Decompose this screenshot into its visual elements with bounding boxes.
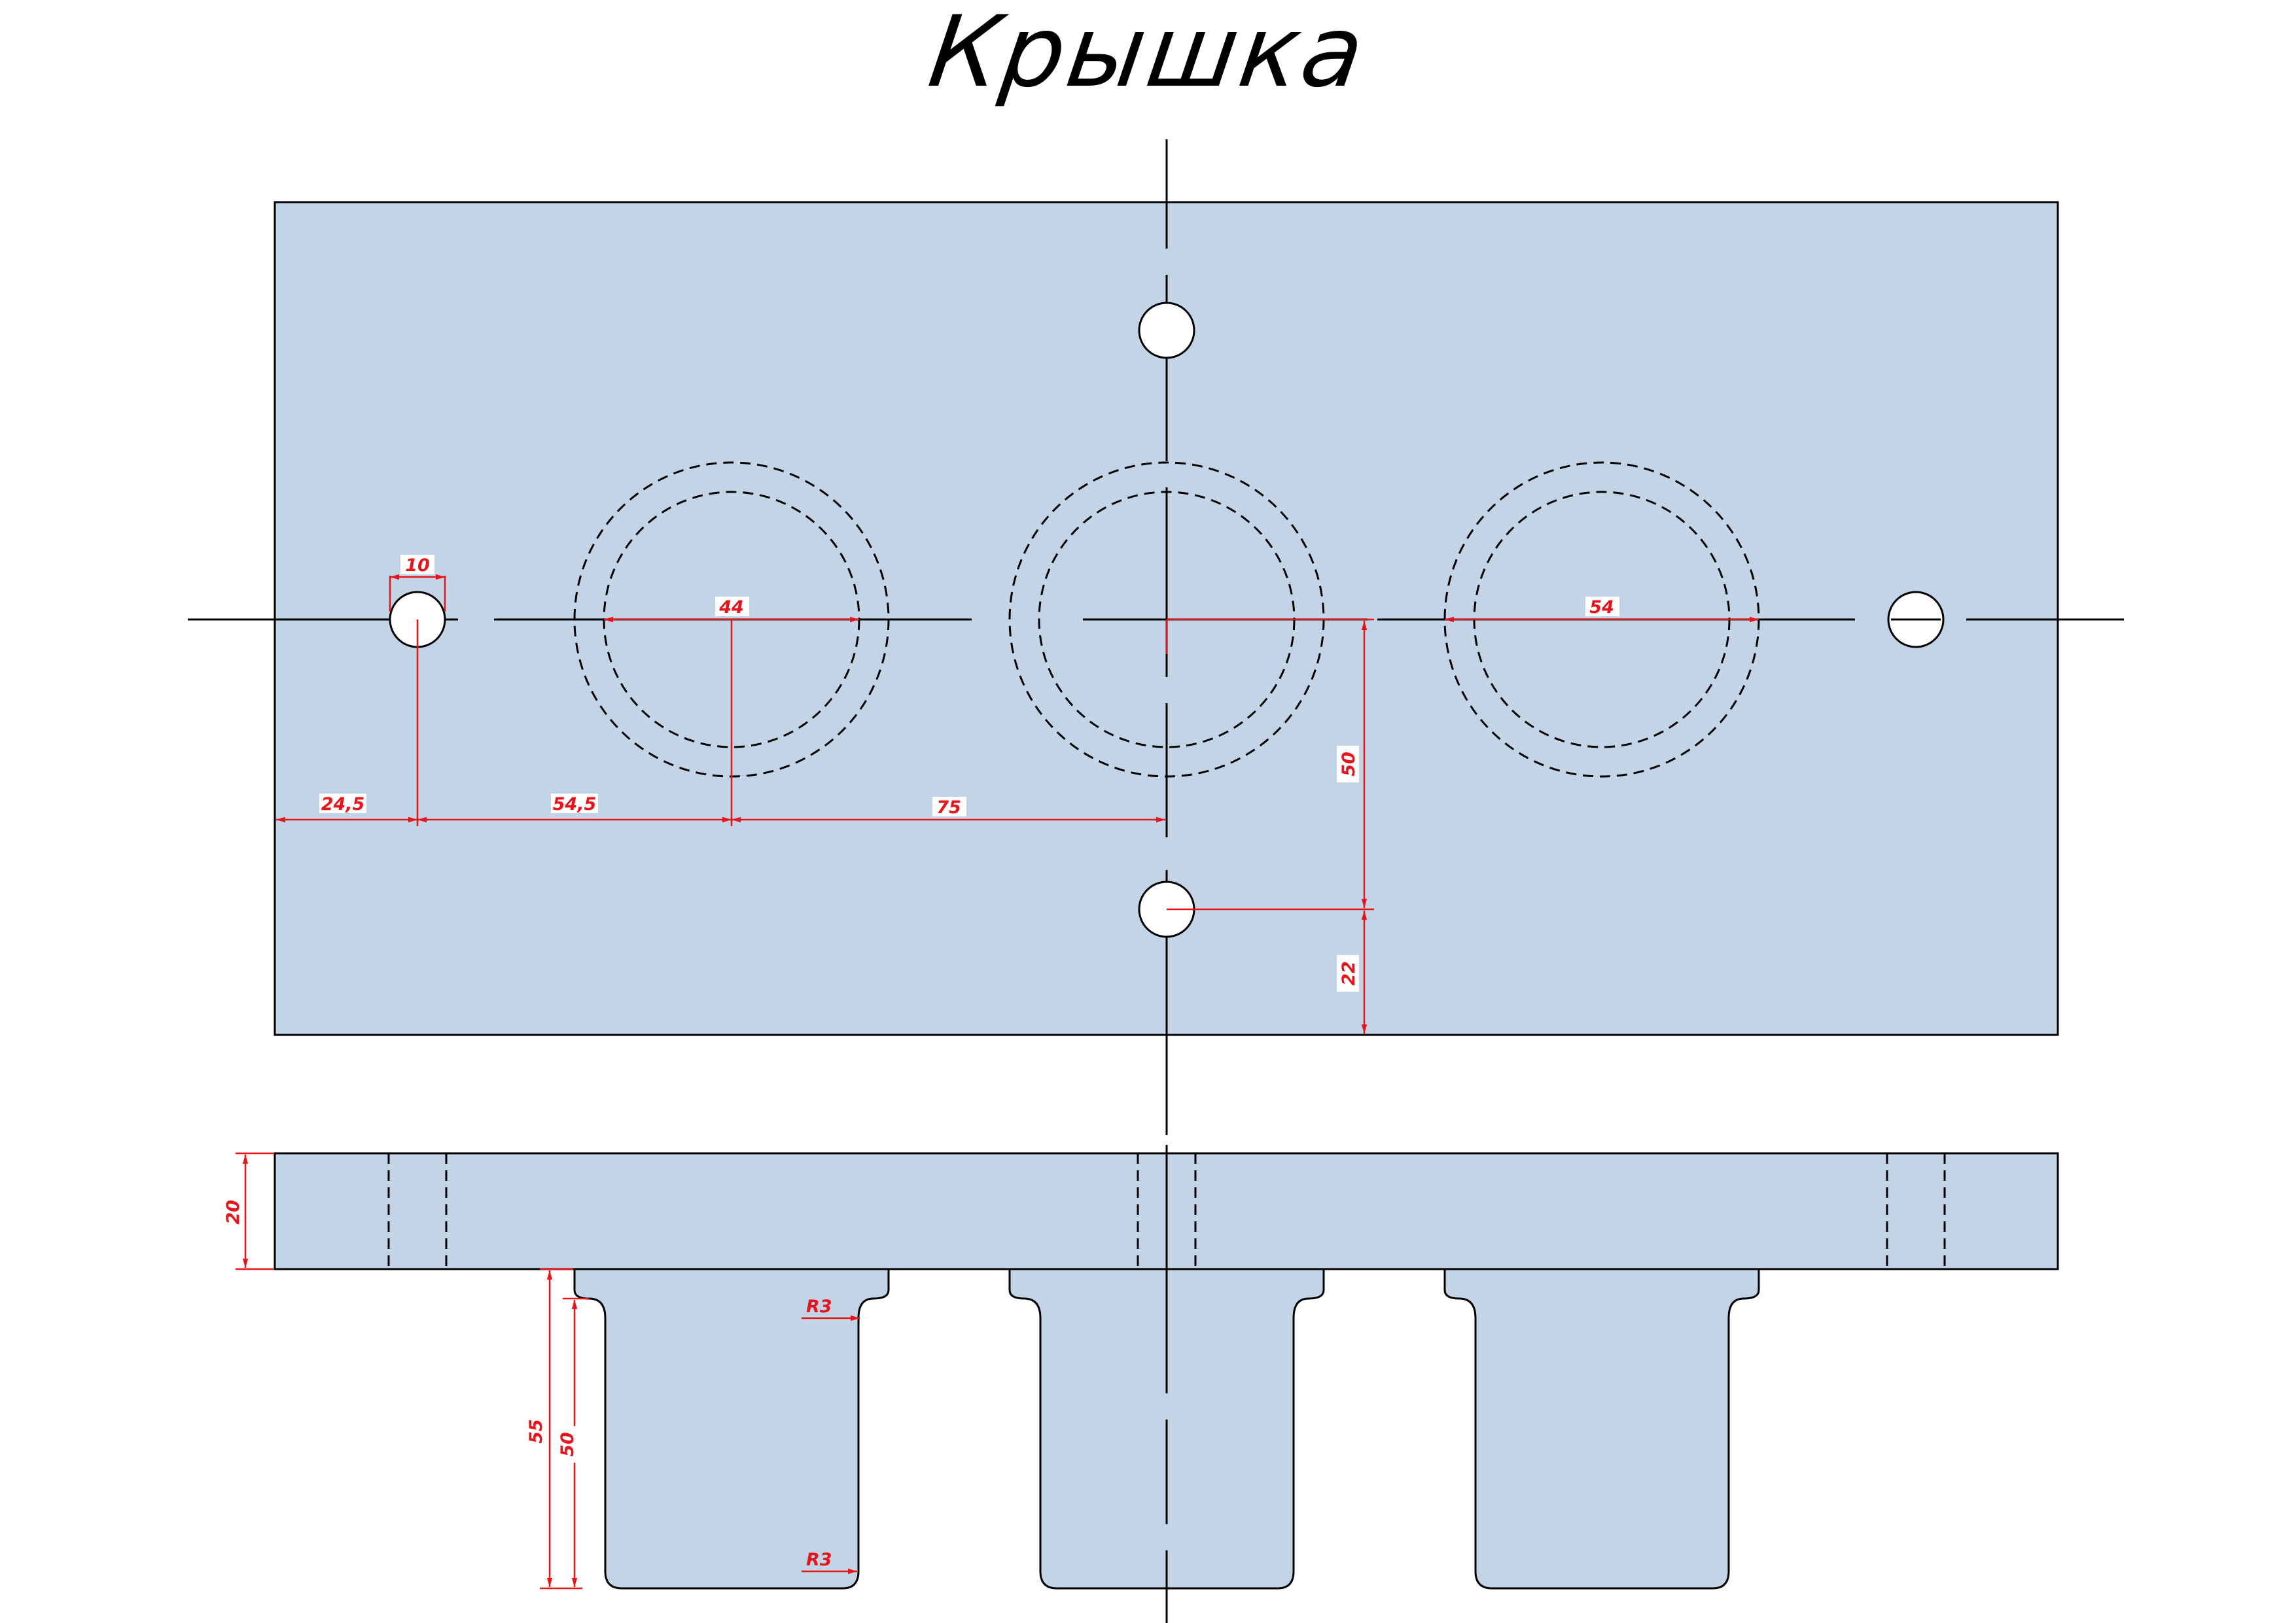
dim-plate-thickness: 20 xyxy=(223,1200,243,1225)
front-view-dimension-labels: 20 55 50 R3 R3 xyxy=(221,1194,832,1570)
hole-top xyxy=(1138,302,1195,359)
dim-left-circle-to-center: 75 xyxy=(936,797,961,818)
top-view-dimension-labels: 10 44 54 24,5 54,5 75 50 22 xyxy=(319,555,1619,992)
top-view: 10 44 54 24,5 54,5 75 50 22 xyxy=(188,139,2124,1135)
dim-boss-height-inner: 50 xyxy=(557,1432,578,1457)
dim-hole-to-bottom-edge: 22 xyxy=(1339,961,1359,986)
dim-small-hole-diameter: 10 xyxy=(405,555,430,576)
dim-inner-circle-left: 44 xyxy=(718,597,744,618)
dim-inner-circle-right: 54 xyxy=(1589,597,1614,618)
dim-small-hole-to-left-circle: 54,5 xyxy=(553,794,597,814)
dim-boss-height-outer: 55 xyxy=(526,1419,546,1444)
dim-fillet-top: R3 xyxy=(806,1297,832,1317)
boss-right xyxy=(1443,1268,1760,1590)
boss-left xyxy=(573,1268,890,1590)
hidden-hole-lines xyxy=(387,1153,1946,1269)
dim-left-edge-to-small-hole: 24,5 xyxy=(321,794,365,814)
front-view: 20 55 50 R3 R3 xyxy=(221,1145,2059,1623)
dim-fillet-bottom: R3 xyxy=(806,1550,832,1570)
top-view-dimensions xyxy=(276,574,1759,1034)
dim-vertical-center-to-hole: 50 xyxy=(1339,752,1359,777)
